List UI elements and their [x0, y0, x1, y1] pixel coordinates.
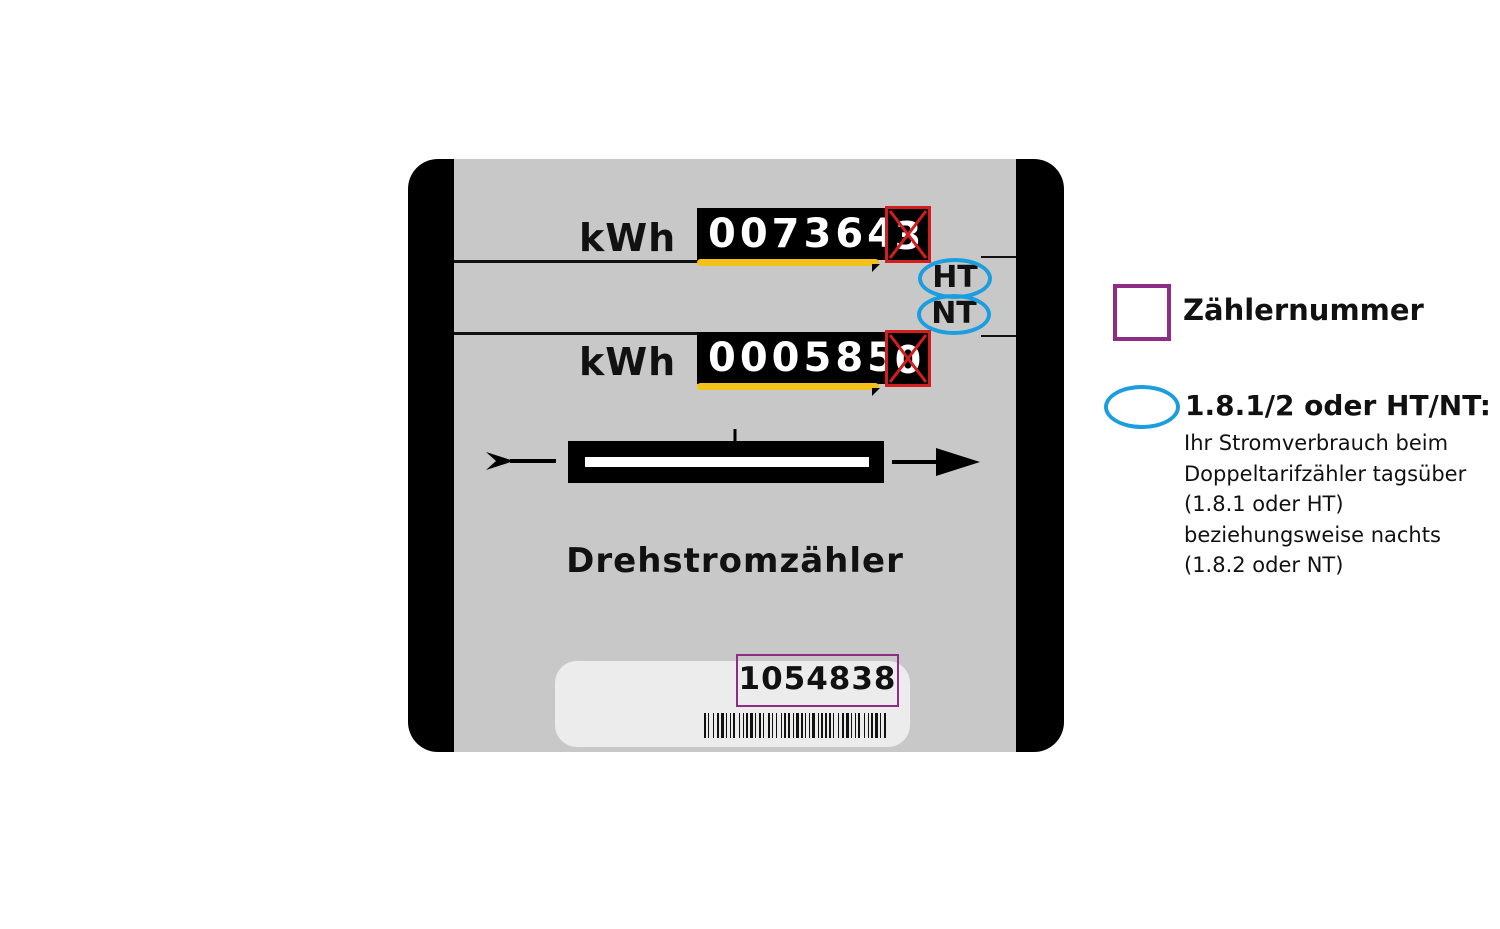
- connector-line-top: [981, 256, 1016, 258]
- legend-serial-label: Zählernummer: [1183, 293, 1424, 327]
- reading-notch-top: [872, 264, 880, 272]
- serial-plate: [555, 661, 910, 747]
- legend-desc-line: beziehungsweise nachts: [1184, 522, 1441, 547]
- legend-tariff-description: Ihr Stromverbrauch beim Doppeltarifzähle…: [1184, 428, 1466, 581]
- legend-desc-line: Doppeltarifzähler tagsüber: [1184, 461, 1467, 486]
- reading-notch-bottom: [872, 388, 880, 396]
- highlight-ellipse-ht: [918, 258, 992, 299]
- connector-line-bottom: [981, 335, 1016, 337]
- arrow-right-icon: [892, 448, 980, 476]
- legend-desc-line: Ihr Stromverbrauch beim: [1184, 431, 1449, 455]
- last-digit-bottom: 0: [885, 330, 931, 387]
- legend-desc-line: (1.8.1 oder HT): [1184, 492, 1344, 516]
- legend-tariff-label: 1.8.1/2 oder HT/NT:: [1185, 389, 1491, 422]
- meter-title: Drehstromzähler: [566, 541, 904, 581]
- last-digit-top: 3: [885, 206, 931, 263]
- reading-high-tariff: 007364: [697, 208, 895, 260]
- legend-serial-marker: [1113, 284, 1171, 341]
- meter-line-top: [454, 260, 698, 263]
- electricity-meter: kWh 007364 3 kWh 000585 0: [408, 159, 1064, 752]
- meter-line-bottom: [454, 332, 698, 335]
- cross-out-icon: [888, 210, 928, 259]
- cross-out-icon: [888, 334, 928, 383]
- reading-underline-top: [697, 259, 879, 266]
- highlight-ellipse-nt: [917, 294, 991, 335]
- arrow-left-icon: [486, 452, 556, 470]
- legend-tariff-marker: [1104, 385, 1180, 429]
- meter-face: kWh 007364 3 kWh 000585 0: [454, 159, 1016, 752]
- legend-desc-line: (1.8.2 oder NT): [1184, 553, 1344, 577]
- barcode-icon: [704, 713, 886, 738]
- unit-label-bottom: kWh: [579, 340, 677, 384]
- rotor-disc-icon: [568, 429, 884, 483]
- serial-number-box: 1054838: [736, 654, 899, 707]
- serial-number: 1054838: [738, 661, 897, 697]
- unit-label-top: kWh: [579, 216, 677, 260]
- reading-low-tariff: 000585: [697, 332, 895, 384]
- reading-underline-bottom: [697, 383, 879, 390]
- rotor-assembly: [486, 429, 980, 483]
